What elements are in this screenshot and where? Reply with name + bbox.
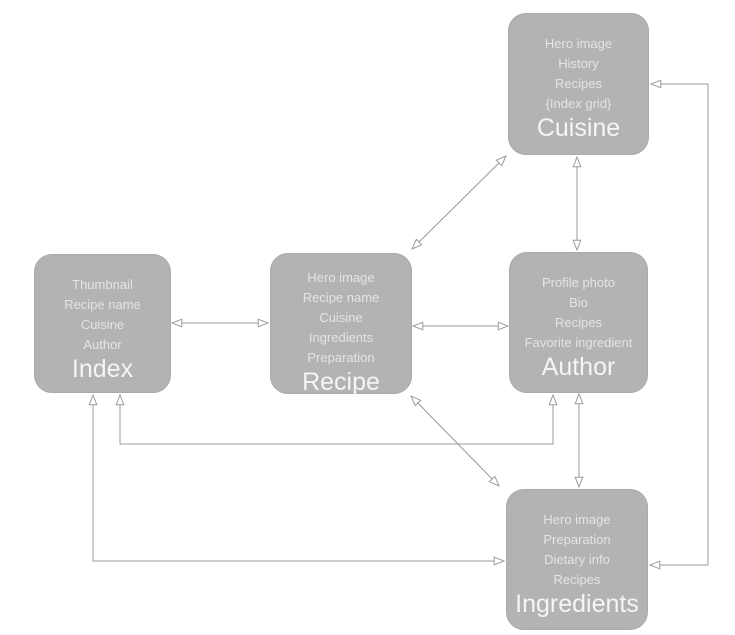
node-field: Preparation — [307, 350, 375, 365]
node-cuisine-title: Cuisine — [536, 114, 621, 142]
node-field: Author — [83, 337, 122, 352]
node-index-fields: Thumbnail Recipe name Cuisine Author — [64, 265, 141, 355]
node-ingredients-title: Ingredients — [515, 590, 639, 618]
node-ingredients-fields: Hero image Preparation Dietary info Reci… — [543, 500, 610, 590]
node-ingredients: Hero image Preparation Dietary info Reci… — [506, 489, 648, 630]
edge-cuisine-ingredients — [650, 84, 709, 565]
node-field: Hero image — [544, 36, 613, 51]
edge-recipe-cuisine — [412, 156, 506, 249]
node-field: Recipe name — [64, 297, 141, 312]
edge-index-ingredients — [93, 395, 504, 561]
node-field: Favorite ingredient — [524, 335, 633, 350]
node-field: Cuisine — [319, 310, 363, 325]
node-cuisine: Hero image History Recipes {Index grid} … — [508, 13, 649, 155]
node-field: Recipe name — [302, 290, 380, 305]
node-index-title: Index — [71, 355, 134, 383]
node-index: Thumbnail Recipe name Cuisine Author Ind… — [34, 254, 171, 393]
node-field: Preparation — [543, 532, 611, 547]
node-recipe-title: Recipe — [302, 368, 380, 396]
node-field: Recipes — [555, 76, 602, 91]
node-recipe: Hero image Recipe name Cuisine Ingredien… — [270, 253, 412, 396]
edge-index-author — [120, 395, 553, 445]
node-field: Hero image — [543, 512, 611, 527]
edge-recipe-ingredients — [411, 396, 499, 486]
node-author: Profile photo Bio Recipes Favorite ingre… — [509, 252, 648, 393]
node-field: Cuisine — [80, 317, 125, 332]
node-author-title: Author — [541, 353, 616, 381]
node-field: Hero image — [307, 270, 375, 285]
node-recipe-fields: Hero image Recipe name Cuisine Ingredien… — [303, 264, 380, 368]
node-field: Bio — [569, 295, 588, 310]
node-field: Recipes — [553, 572, 601, 587]
node-author-fields: Profile photo Bio Recipes Favorite ingre… — [525, 263, 633, 353]
node-field: Recipes — [555, 315, 602, 330]
node-field: History — [558, 56, 599, 71]
node-field: Thumbnail — [72, 277, 133, 292]
node-field: {Index grid} — [545, 96, 612, 111]
node-cuisine-fields: Hero image History Recipes {Index grid} — [545, 24, 612, 114]
node-field: Profile photo — [541, 275, 615, 290]
node-field: Dietary info — [544, 552, 610, 567]
node-field: Ingredients — [308, 330, 374, 345]
